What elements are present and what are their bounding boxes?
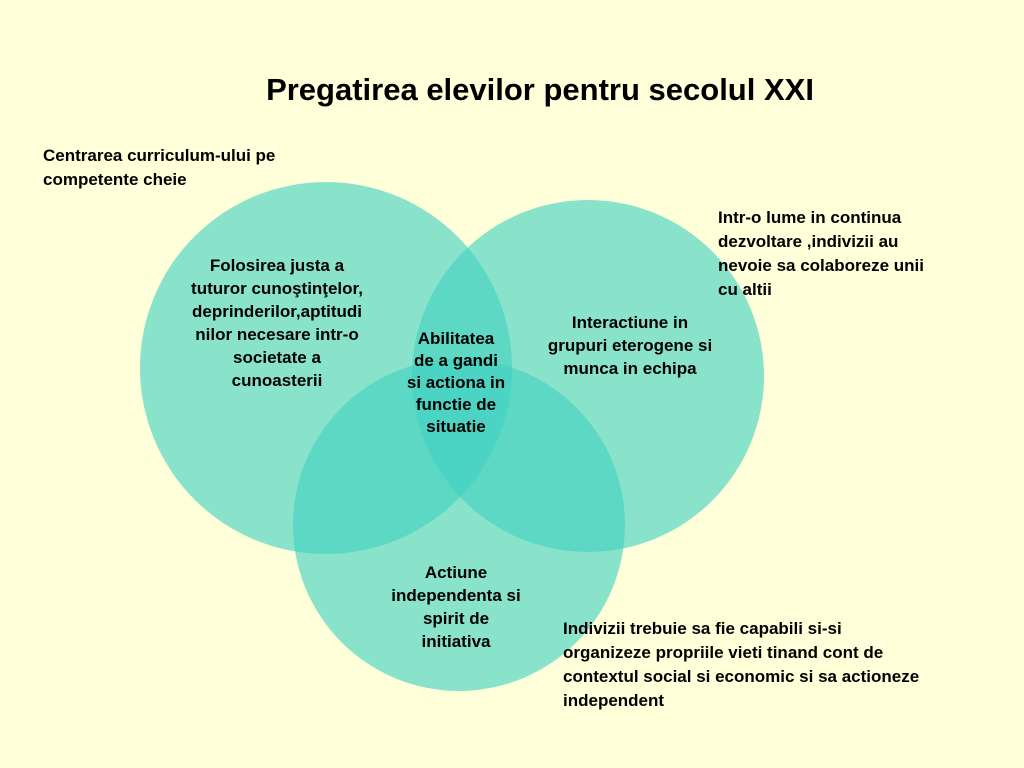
slide-title: Pregatirea elevilor pentru secolul XXI: [266, 72, 814, 107]
venn-circle-bottom: [293, 359, 625, 691]
circle-label-independent-action: Actiune independenta si spirit de initia…: [391, 563, 521, 651]
circle-label-knowledge: Folosirea justa a tuturor cunoştinţelor,…: [191, 256, 363, 390]
circle-label-center-ability: Abilitatea de a gandi si actiona in func…: [406, 329, 506, 436]
annotation-independence: Indivizii trebuie sa fie capabili si-si …: [563, 619, 920, 710]
annotation-curriculum: Centrarea curriculum-ului pe competente …: [43, 146, 276, 189]
circle-label-interaction: Interactiune in grupuri eterogene si mun…: [547, 313, 713, 378]
annotation-collaboration: Intr-o lume in continua dezvoltare ,indi…: [718, 208, 924, 299]
